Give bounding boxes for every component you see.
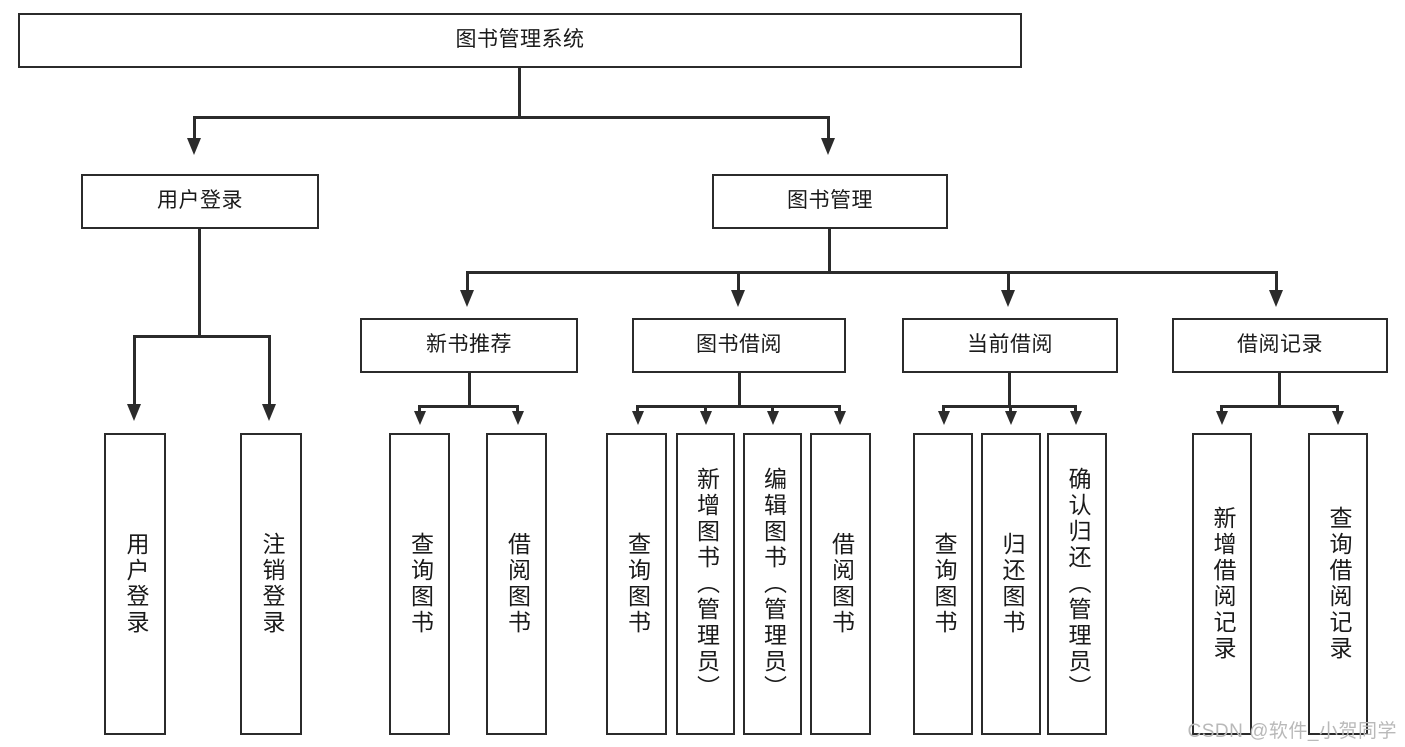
connector-to-borrow-record <box>1275 271 1278 293</box>
connector-to-book-manage <box>827 116 830 142</box>
node-leaf-logout-label: 注销登录 <box>258 532 285 636</box>
arrowhead-current-borrow <box>1001 290 1015 307</box>
node-leaf-query-book-3-label: 查询图书 <box>930 532 957 636</box>
connector-user-login-bus <box>133 335 268 338</box>
arrowhead-book-borrow <box>731 290 745 307</box>
connector-borrow-record-bus <box>1220 405 1338 408</box>
node-leaf-user-login-label: 用户登录 <box>122 532 149 636</box>
connector-borrow-record-drop-1 <box>1220 405 1223 415</box>
node-book-borrow[interactable]: 图书借阅 <box>632 318 846 373</box>
connector-to-book-borrow <box>737 271 740 293</box>
connector-book-borrow-stem <box>738 373 741 407</box>
node-leaf-add-book[interactable]: 新增图书（管理员） <box>676 433 735 735</box>
node-new-book-rec-label: 新书推荐 <box>426 333 512 357</box>
node-leaf-add-book-label: 新增图书（管理员） <box>693 467 720 701</box>
arrowhead-leaf-query-book-3 <box>938 411 950 425</box>
node-leaf-return-book[interactable]: 归还图书 <box>981 433 1041 735</box>
connector-user-login-drop-2 <box>268 335 271 407</box>
node-borrow-record-label: 借阅记录 <box>1237 333 1323 357</box>
arrowhead-leaf-query-book-2 <box>632 411 644 425</box>
node-leaf-return-book-label: 归还图书 <box>998 532 1025 636</box>
node-leaf-borrow-book-1-label: 借阅图书 <box>504 532 531 636</box>
connector-current-borrow-drop-1 <box>942 405 945 415</box>
arrowhead-leaf-borrow-book-1 <box>512 411 524 425</box>
connector-to-user-login <box>193 116 196 142</box>
connector-current-borrow-drop-3 <box>1074 405 1077 415</box>
arrowhead-leaf-confirm-return <box>1070 411 1082 425</box>
node-current-borrow[interactable]: 当前借阅 <box>902 318 1118 373</box>
arrowhead-borrow-record <box>1269 290 1283 307</box>
connector-user-login-drop-1 <box>133 335 136 407</box>
node-leaf-query-book-2-label: 查询图书 <box>624 532 651 636</box>
node-leaf-query-book-2[interactable]: 查询图书 <box>606 433 667 735</box>
connector-book-manage-stem <box>828 229 831 274</box>
connector-new-book-rec-stem <box>468 373 471 407</box>
connector-borrow-record-drop-2 <box>1336 405 1339 415</box>
node-root[interactable]: 图书管理系统 <box>18 13 1022 68</box>
connector-new-book-rec-drop-1 <box>418 405 421 415</box>
arrowhead-leaf-add-book <box>700 411 712 425</box>
node-leaf-borrow-book-2-label: 借阅图书 <box>828 532 855 636</box>
node-leaf-query-book-3[interactable]: 查询图书 <box>913 433 973 735</box>
node-leaf-logout[interactable]: 注销登录 <box>240 433 302 735</box>
arrowhead-book-manage <box>821 138 835 155</box>
arrowhead-user-login <box>187 138 201 155</box>
connector-user-login-stem <box>198 229 201 337</box>
node-leaf-edit-book[interactable]: 编辑图书（管理员） <box>743 433 802 735</box>
node-leaf-edit-book-label: 编辑图书（管理员） <box>760 467 787 701</box>
connector-to-new-book-rec <box>466 271 469 293</box>
connector-level2-bus <box>193 116 830 119</box>
connector-book-borrow-drop-4 <box>838 405 841 415</box>
node-leaf-query-book-1[interactable]: 查询图书 <box>389 433 450 735</box>
connector-book-borrow-drop-3 <box>771 405 774 415</box>
connector-book-borrow-drop-2 <box>704 405 707 415</box>
node-book-manage-label: 图书管理 <box>787 189 873 213</box>
connector-book-borrow-drop-1 <box>636 405 639 415</box>
node-leaf-borrow-book-2[interactable]: 借阅图书 <box>810 433 871 735</box>
arrowhead-leaf-add-record <box>1216 411 1228 425</box>
node-user-login[interactable]: 用户登录 <box>81 174 319 229</box>
connector-current-borrow-stem <box>1008 373 1011 407</box>
connector-root-stem <box>518 68 521 118</box>
node-current-borrow-label: 当前借阅 <box>967 333 1053 357</box>
connector-book-borrow-bus <box>636 405 840 408</box>
node-leaf-borrow-book-1[interactable]: 借阅图书 <box>486 433 547 735</box>
node-leaf-user-login[interactable]: 用户登录 <box>104 433 166 735</box>
arrowhead-leaf-query-book-1 <box>414 411 426 425</box>
node-root-label: 图书管理系统 <box>455 28 585 52</box>
node-new-book-rec[interactable]: 新书推荐 <box>360 318 578 373</box>
node-leaf-query-book-1-label: 查询图书 <box>407 532 434 636</box>
node-leaf-query-record[interactable]: 查询借阅记录 <box>1308 433 1368 735</box>
node-leaf-add-record-label: 新增借阅记录 <box>1209 506 1236 662</box>
connector-to-current-borrow <box>1007 271 1010 293</box>
node-book-borrow-label: 图书借阅 <box>696 333 782 357</box>
arrowhead-leaf-query-record <box>1332 411 1344 425</box>
node-book-manage[interactable]: 图书管理 <box>712 174 948 229</box>
connector-current-borrow-drop-2 <box>1009 405 1012 415</box>
arrowhead-leaf-return-book <box>1005 411 1017 425</box>
arrowhead-new-book-rec <box>460 290 474 307</box>
node-borrow-record[interactable]: 借阅记录 <box>1172 318 1388 373</box>
connector-new-book-rec-drop-2 <box>516 405 519 415</box>
node-user-login-label: 用户登录 <box>157 189 243 213</box>
node-leaf-add-record[interactable]: 新增借阅记录 <box>1192 433 1252 735</box>
connector-borrow-record-stem <box>1278 373 1281 407</box>
node-leaf-query-record-label: 查询借阅记录 <box>1325 506 1352 662</box>
arrowhead-leaf-user-login <box>127 404 141 421</box>
arrowhead-leaf-borrow-book-2 <box>834 411 846 425</box>
arrowhead-leaf-edit-book <box>767 411 779 425</box>
connector-new-book-rec-bus <box>418 405 518 408</box>
node-leaf-confirm-return[interactable]: 确认归还（管理员） <box>1047 433 1107 735</box>
connector-level3-bus <box>466 271 1278 274</box>
node-leaf-confirm-return-label: 确认归还（管理员） <box>1064 467 1091 701</box>
arrowhead-leaf-logout <box>262 404 276 421</box>
